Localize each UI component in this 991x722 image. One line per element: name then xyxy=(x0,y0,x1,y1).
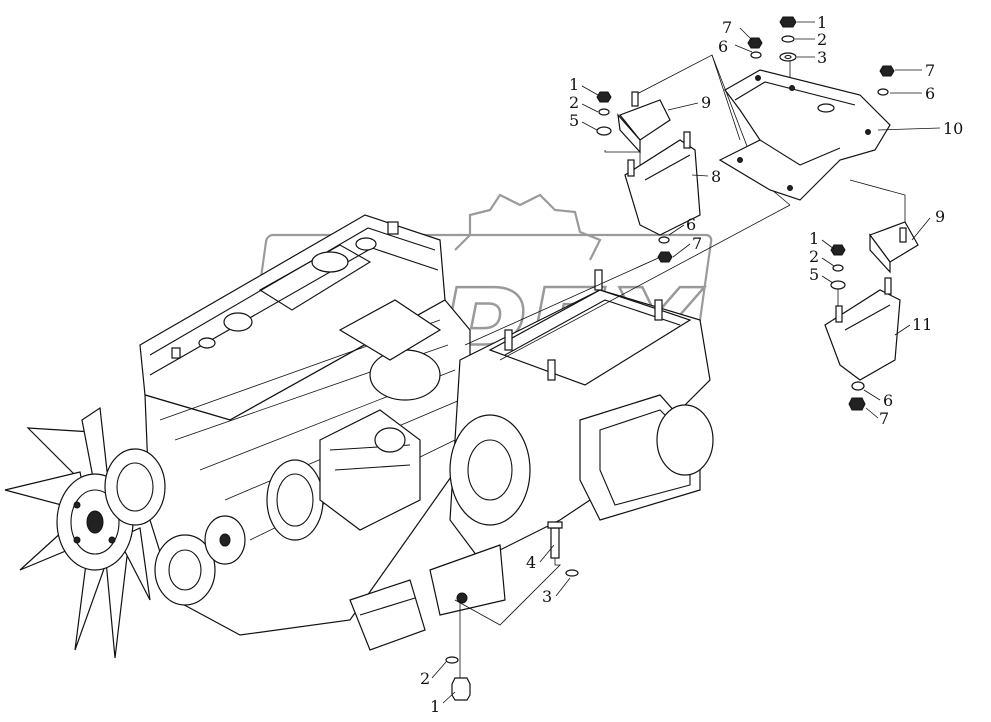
callout-1: 1 xyxy=(569,75,579,94)
callout-3: 3 xyxy=(542,587,552,606)
bracket-part-8 xyxy=(624,131,701,236)
callout-2: 2 xyxy=(420,669,430,688)
rubber-mount-part-9-upper xyxy=(617,91,671,154)
callout-4: 4 xyxy=(526,553,536,572)
callout-3: 3 xyxy=(817,48,827,67)
transmission-assembly xyxy=(429,269,714,616)
fasteners xyxy=(445,16,895,701)
callout-5: 5 xyxy=(809,265,819,284)
callout-6: 6 xyxy=(925,84,935,103)
callout-9: 9 xyxy=(935,207,945,226)
callout-1: 1 xyxy=(809,229,819,248)
callout-10: 10 xyxy=(943,119,963,138)
callout-7: 7 xyxy=(925,61,935,80)
callout-6: 6 xyxy=(686,215,696,234)
callout-9: 9 xyxy=(701,93,711,112)
callout-1: 1 xyxy=(430,697,440,716)
callout-1: 1 xyxy=(817,13,827,32)
hex-nut-1-top xyxy=(779,16,797,28)
callout-2: 2 xyxy=(817,30,827,49)
callout-6: 6 xyxy=(883,391,893,410)
rubber-mount-part-9-lower xyxy=(869,221,919,274)
callout-6: 6 xyxy=(718,37,728,56)
callout-2: 2 xyxy=(809,247,819,266)
callout-2: 2 xyxy=(569,93,579,112)
callout-7: 7 xyxy=(692,234,702,253)
callout-11: 11 xyxy=(912,315,932,334)
callout-7: 7 xyxy=(879,409,889,428)
cooling-fan xyxy=(4,406,151,659)
bracket-part-11 xyxy=(824,277,901,381)
crossmember-part-10 xyxy=(718,69,891,201)
engine-assembly xyxy=(104,214,471,651)
callout-7: 7 xyxy=(722,18,732,37)
callout-5: 5 xyxy=(569,111,579,130)
watermark-gear-icon xyxy=(454,193,602,261)
callout-pointers xyxy=(431,21,941,704)
callout-labels: 1 2 3 7 6 7 6 10 1 2 5 9 8 6 7 9 1 2 5 1… xyxy=(420,13,963,716)
callout-8: 8 xyxy=(711,167,721,186)
